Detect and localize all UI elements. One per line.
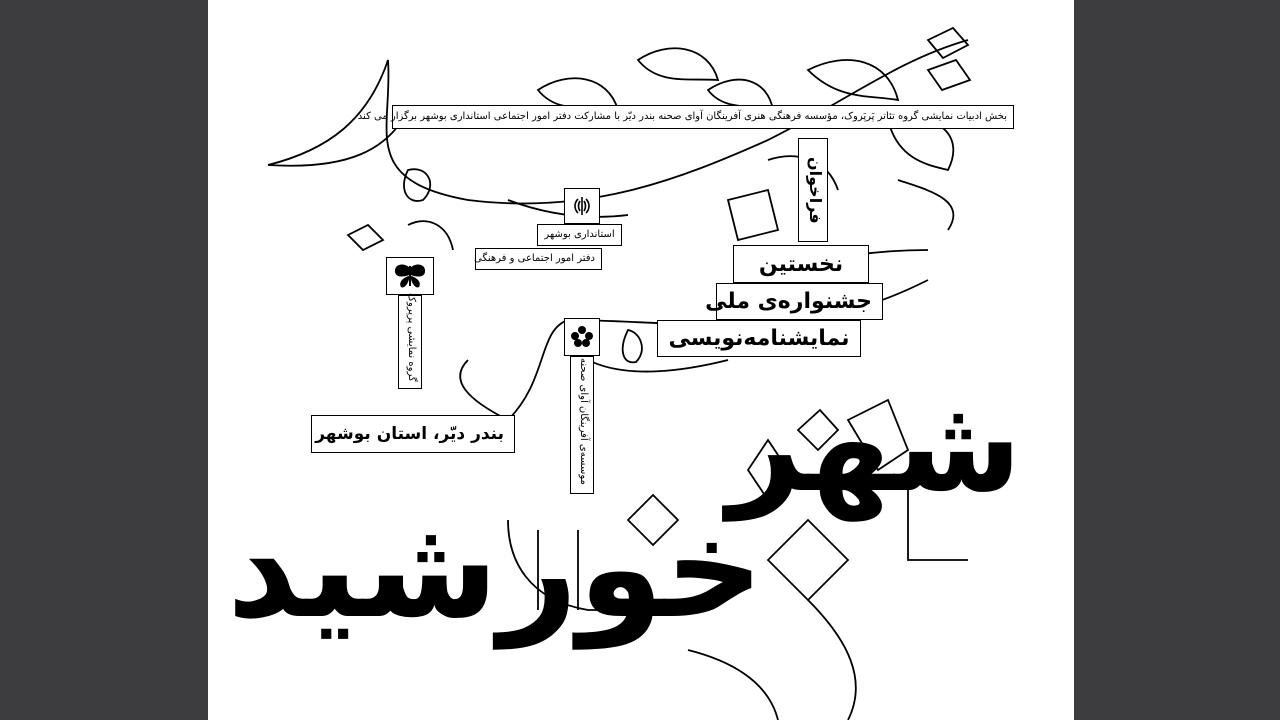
iran-emblem-logo-box <box>564 188 600 224</box>
institute-logo-box <box>564 318 600 356</box>
call-label: فراخوان <box>806 156 825 224</box>
location-box: بندر دیّر، استان بوشهر <box>311 415 515 453</box>
troupe-label: گروه نمایشی پرپروک <box>406 293 417 382</box>
troupe-logo-box <box>386 257 434 295</box>
governorate-label: استانداری بوشهر <box>544 229 615 240</box>
office-box: دفتر امور اجتماعی و فرهنگی <box>474 248 602 270</box>
event-line1: نخستین <box>758 252 844 277</box>
iran-emblem-icon <box>574 197 590 215</box>
event-line3-box: نمایشنامه‌نویسی <box>657 320 861 357</box>
office-label: دفتر امور اجتماعی و فرهنگی <box>474 253 595 264</box>
institute-label: موسسه‌ی آفرینگان آوای صحنه <box>578 358 589 485</box>
event-line2: جشنواره‌ی ملی <box>705 289 872 314</box>
troupe-box: گروه نمایشی پرپروک <box>398 293 422 389</box>
header-box: بخش ادبیات نمایشی گروه تئاتر پَرپَروک، م… <box>358 105 1014 129</box>
title-word-khorshid: خورشید <box>226 488 764 649</box>
title-word-shahr: شهر <box>727 369 1022 521</box>
governorate-box: استانداری بوشهر <box>537 224 622 246</box>
butterfly-logo-icon <box>394 264 426 288</box>
location-label: بندر دیّر، استان بوشهر <box>315 424 504 444</box>
institute-box: موسسه‌ی آفرینگان آوای صحنه <box>570 356 594 494</box>
event-line3: نمایشنامه‌نویسی <box>668 326 850 351</box>
header-text: بخش ادبیات نمایشی گروه تئاتر پَرپَروک، م… <box>357 111 1007 122</box>
event-line1-box: نخستین <box>733 245 869 283</box>
institute-flower-logo-icon <box>571 326 593 347</box>
event-line2-box: جشنواره‌ی ملی <box>705 283 883 320</box>
poster-page: بخش ادبیات نمایشی گروه تئاتر پَرپَروک، م… <box>208 0 1074 720</box>
call-label-box: فراخوان <box>798 138 828 242</box>
